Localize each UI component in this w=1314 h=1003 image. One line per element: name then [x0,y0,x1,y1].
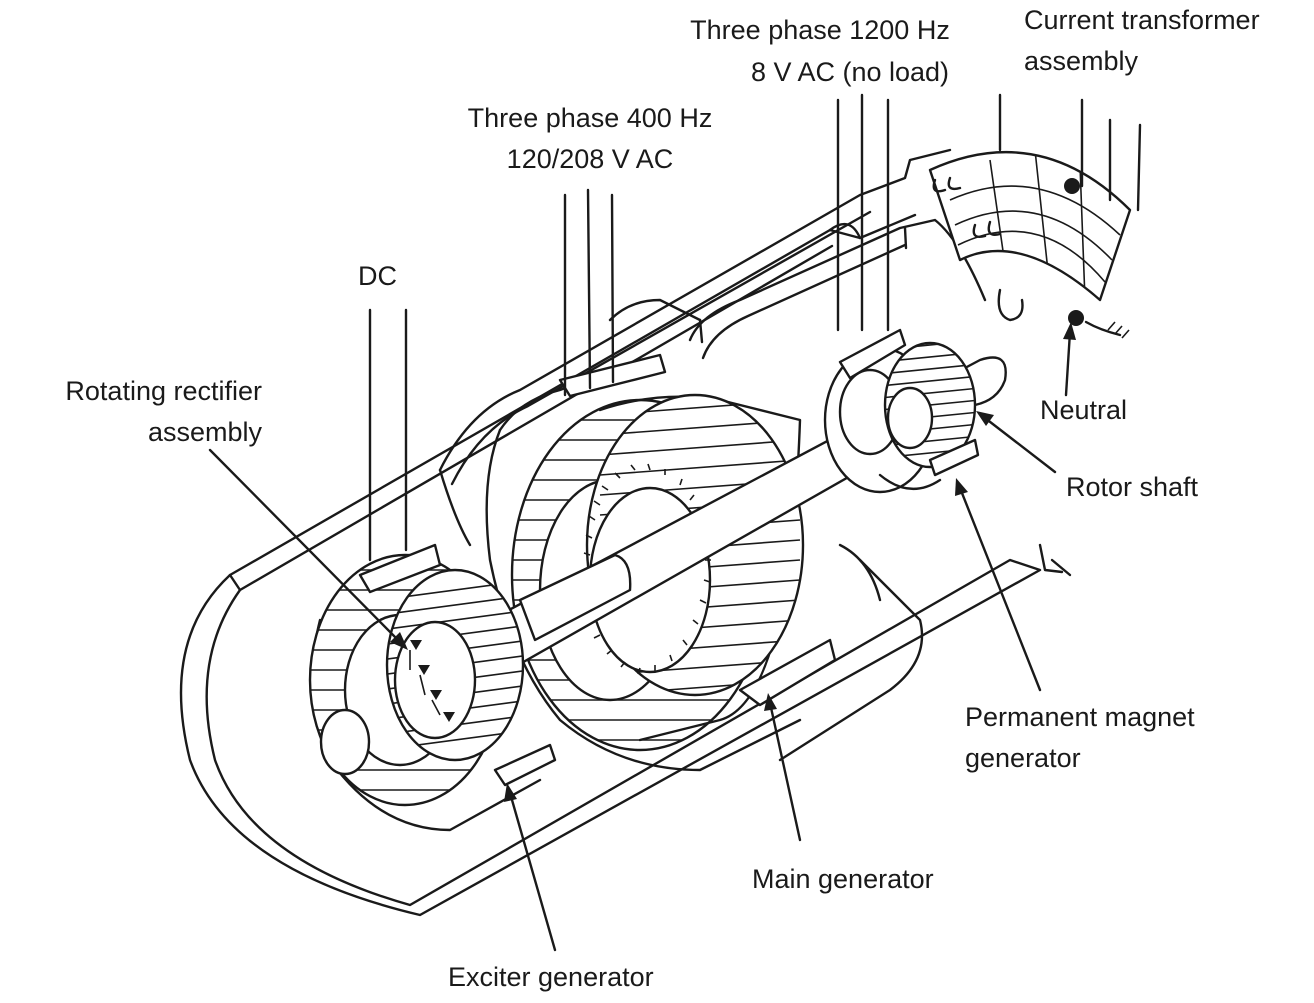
label-rotating-rectifier-assembly: assembly [147,417,262,447]
exciter-generator [308,543,557,832]
label-three-phase-400hz: Three phase 400 Hz [467,103,713,133]
label-8v-ac: 8 V AC (no load) [750,57,950,87]
label-120-208v-ac: 120/208 V AC [506,144,674,174]
permanent-magnet-generator [823,328,980,494]
label-permanent-magnet: Permanent magnet [965,702,1195,732]
current-transformer [928,93,1142,339]
lead-wires [368,93,890,562]
label-exciter-generator: Exciter generator [448,962,654,992]
label-current-transformer: Current transformer [1024,5,1260,35]
label-current-transformer-assembly: assembly [1024,46,1139,76]
inner-housing [438,148,987,762]
leader-lines [208,322,1076,952]
label-neutral: Neutral [1040,395,1128,425]
label-rotating-rectifier: Rotating rectifier [65,376,262,406]
label-main-generator: Main generator [752,864,934,894]
label-rotor-shaft: Rotor shaft [1066,472,1199,502]
label-dc: DC [358,261,397,291]
rotating-rectifier [409,640,455,722]
label-permanent-magnet-generator: generator [965,743,1081,773]
label-three-phase-1200hz: Three phase 1200 Hz [690,15,950,45]
